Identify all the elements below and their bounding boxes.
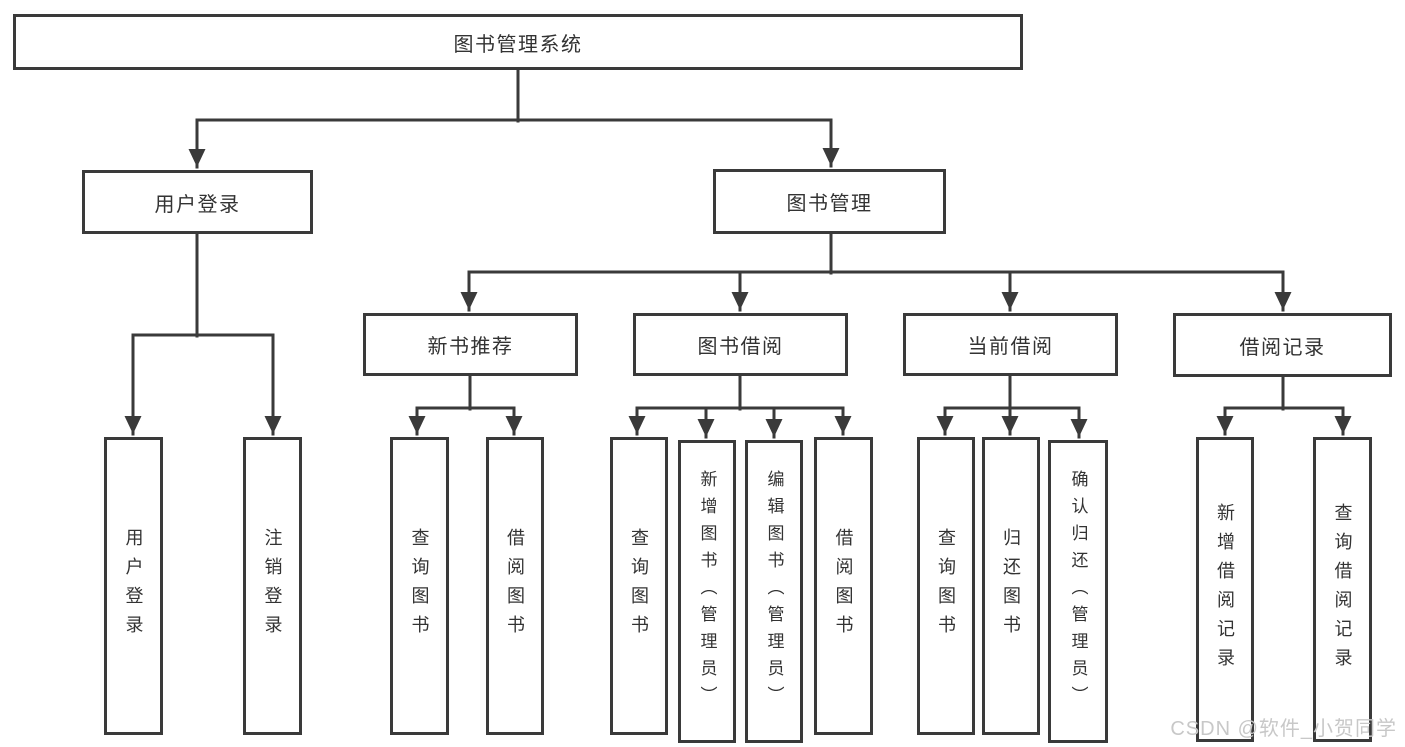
leaf-label: 查询图书 [936,528,956,644]
leaf-label: 查询借阅记录 [1332,502,1353,677]
leaf-query-books-current: 查询图书 [917,437,975,735]
leaf-label: 新增借阅记录 [1215,502,1235,677]
leaf-label: 借阅图书 [833,528,854,644]
leaf-label: 借阅图书 [505,528,525,644]
leaf-label: 编辑图书（管理员） [764,470,784,713]
leaf-label: 用户登录 [123,528,144,644]
leaf-label: 归还图书 [1001,528,1021,644]
leaf-label: 查询图书 [409,528,430,644]
leaf-label: 新增图书（管理员） [697,470,717,713]
csdn-watermark: CSDN @软件_小贺同学 [1170,718,1397,740]
node-book-management: 图书管理 [713,169,946,234]
leaf-query-borrow-record: 查询借阅记录 [1313,437,1372,742]
node-borrow-records: 借阅记录 [1173,313,1392,377]
leaf-logout: 注销登录 [243,437,302,735]
leaf-label: 注销登录 [262,528,283,644]
node-root: 图书管理系统 [13,14,1023,70]
leaf-query-books-recommend: 查询图书 [390,437,449,735]
leaf-add-book-admin: 新增图书（管理员） [678,440,736,743]
leaf-label: 确认归还（管理员） [1068,470,1088,713]
leaf-user-login: 用户登录 [104,437,163,735]
node-book-borrow: 图书借阅 [633,313,848,376]
leaf-confirm-return-admin: 确认归还（管理员） [1048,440,1108,743]
leaf-edit-book-admin: 编辑图书（管理员） [745,440,803,743]
leaf-add-borrow-record: 新增借阅记录 [1196,437,1254,742]
node-current-borrow: 当前借阅 [903,313,1118,376]
node-new-book-recommend: 新书推荐 [363,313,578,376]
leaf-return-book: 归还图书 [982,437,1040,735]
leaf-borrow-books: 借阅图书 [814,437,873,735]
leaf-label: 查询图书 [629,528,649,644]
leaf-query-books-borrow: 查询图书 [610,437,668,735]
leaf-borrow-books-recommend: 借阅图书 [486,437,544,735]
node-user-login: 用户登录 [82,170,313,234]
